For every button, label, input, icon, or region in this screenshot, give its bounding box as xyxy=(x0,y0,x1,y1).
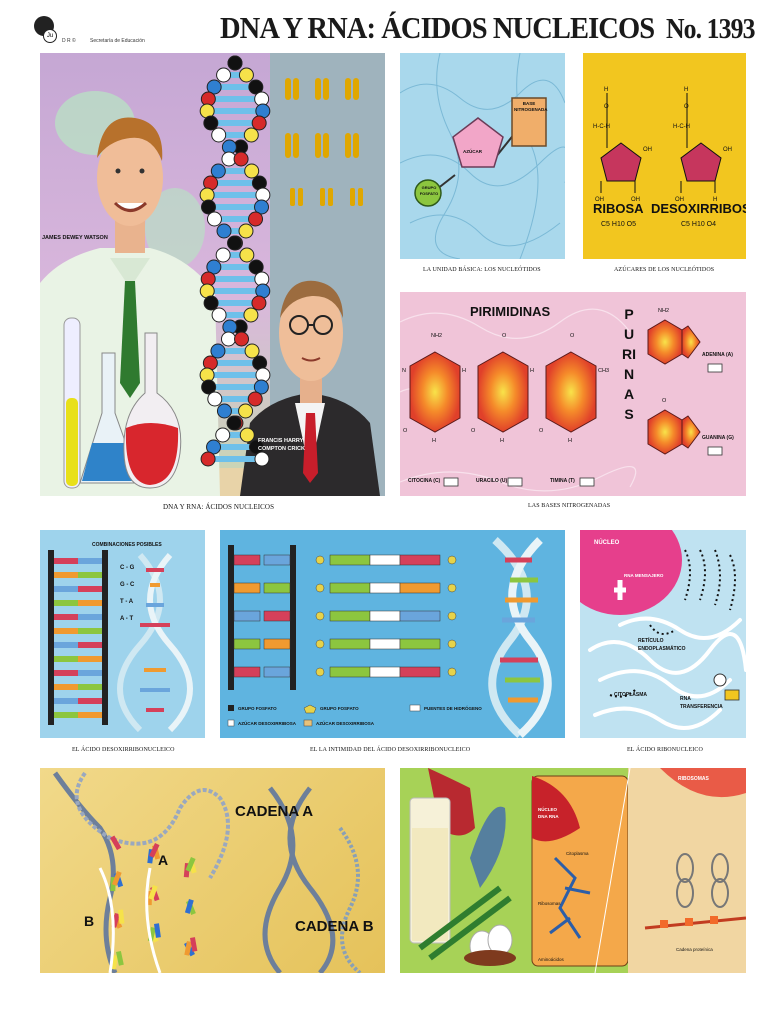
legend-phosphate-2: GRUPO FOSFATO xyxy=(320,706,359,711)
uracilo-label: URACILO (U) xyxy=(476,478,508,484)
svg-text:H: H xyxy=(432,438,436,444)
protein-panel: RIBOSOMAS NÚCLEO DNA RNA Citoplasma Ribo… xyxy=(400,768,746,973)
publisher-logo-small: Ju xyxy=(43,29,57,43)
caption-nucleic-acids: DNA Y RNA: ÁCIDOS NUCLEICOS xyxy=(163,503,275,511)
svg-text:OH: OH xyxy=(643,147,652,153)
header-subtitle: Secretaría de Educación xyxy=(90,38,145,44)
legend-sugar-1: AZÚCAR DESOXIRRIBOSA xyxy=(238,721,297,726)
legend-sugar-2: AZÚCAR DESOXIRRIBOSA xyxy=(316,721,375,726)
pyrimidines-title: PIRIMIDINAS xyxy=(470,304,551,319)
ribosomes-small-label: Ribosomas xyxy=(538,901,561,906)
svg-text:O: O xyxy=(684,104,689,110)
ribosa-label: RIBOSA xyxy=(593,201,644,216)
pair-item: G - C xyxy=(120,582,135,588)
desoxirribosa-formula: C5 H10 O4 xyxy=(681,221,717,228)
caption-nitrogen-bases: LAS BASES NITROGENADAS xyxy=(528,503,611,509)
nucleus-dna-rna-label: NÚCLEO DNA RNA xyxy=(538,807,559,819)
scientists-illustration xyxy=(40,53,385,496)
svg-text:OH: OH xyxy=(631,197,640,203)
base-label: BASE NITROGENADA xyxy=(514,101,548,112)
svg-text:OH: OH xyxy=(595,197,604,203)
publisher-line: D R © xyxy=(62,38,76,44)
page-title: DNA Y RNA: ÁCIDOS NUCLEICOS xyxy=(220,10,655,45)
svg-text:OH: OH xyxy=(675,197,684,203)
chain-b-label: B xyxy=(84,913,95,929)
caption-dna: EL ÁCIDO DESOXIRRIBONUCLEICO xyxy=(72,747,175,753)
purines-title-text: PURINAS xyxy=(622,306,636,422)
rna-transfer-label-1: RNA xyxy=(680,696,691,702)
svg-text:H-C-H: H-C-H xyxy=(593,124,610,130)
nucleo-label: NÚCLEO xyxy=(594,540,620,546)
ribosomes-title: RIBOSOMAS xyxy=(678,776,709,782)
svg-text:O: O xyxy=(662,398,667,404)
legend-phosphate-1: GRUPO FOSFATO xyxy=(238,706,277,711)
pair-item: A - T xyxy=(120,616,134,622)
chains-panel: CADENA A CADENA B A B xyxy=(40,768,385,973)
adenina-label: ADENINA (A) xyxy=(702,352,733,358)
sugars-panel: H O H-C-H H O H-C-H OH OH OH OH OH H RIBOSA C5 … xyxy=(583,53,746,259)
svg-text:O: O xyxy=(604,104,609,110)
svg-text:H: H xyxy=(604,87,608,93)
cytoplasm-small-label: Citoplasma xyxy=(566,851,589,856)
pair-item: T - A xyxy=(120,599,134,605)
caption-sugars: AZÚCARES DE LOS NUCLEÓTIDOS xyxy=(614,267,715,273)
svg-text:H: H xyxy=(684,87,688,93)
svg-text:OH: OH xyxy=(723,147,732,153)
reticulum-label-1: RETÍCULO xyxy=(638,638,664,644)
dna-panel: COMBINACIONES POSIBLES C - G G - C T - A… xyxy=(40,530,205,738)
scientists-panel: JAMES DEWEY WATSON FRANCIS HARRY COMPTON… xyxy=(40,53,385,496)
chart-number: No. 1393 xyxy=(666,14,755,45)
desoxirribosa-label: DESOXIRRIBOSA xyxy=(651,201,746,216)
svg-text:H: H xyxy=(462,368,466,374)
chain-a-label: A xyxy=(158,852,169,868)
svg-text:H: H xyxy=(713,197,717,203)
reticulum-label-2: ENDOPLASMÁTICO xyxy=(638,646,686,652)
watson-label: JAMES DEWEY WATSON xyxy=(42,235,108,241)
pair-item: C - G xyxy=(120,565,135,571)
ribosa-formula: C5 H10 O5 xyxy=(601,221,637,228)
chain-a-big-label: CADENA A xyxy=(235,803,314,820)
svg-text:H: H xyxy=(500,438,504,444)
svg-text:O: O xyxy=(570,333,575,339)
rna-messenger-label: RNA MENSAJERO xyxy=(624,573,664,578)
chain-b-big-label: CADENA B xyxy=(295,918,374,935)
caption-nucleotides: LA UNIDAD BÁSICA: LOS NUCLEÓTIDOS xyxy=(423,267,541,273)
rna-panel: NÚCLEO RNA MENSAJERO RETÍCULO ENDOPLASMÁ… xyxy=(580,530,746,738)
cytoplasm-label: CITOPLASMA xyxy=(614,692,647,698)
rna-transfer-label-2: TRANSFERENCIA xyxy=(680,704,723,710)
svg-text:N: N xyxy=(402,368,406,374)
svg-text:O: O xyxy=(403,428,408,434)
amino-acids-label: Aminoácidos xyxy=(538,957,564,962)
combinations-title: COMBINACIONES POSIBLES xyxy=(92,542,162,548)
svg-text:NH2: NH2 xyxy=(658,308,669,314)
legend-hydrogen-bridges: PUENTES DE HIDRÓGENO xyxy=(424,706,482,711)
sugar-label: AZÚCAR xyxy=(463,149,482,154)
phosphate-label: GRUPO FOSFATO xyxy=(419,185,439,196)
citocina-label: CITOCINA (C) xyxy=(408,478,441,484)
svg-text:H-C-H: H-C-H xyxy=(673,124,690,130)
svg-text:O: O xyxy=(502,333,507,339)
svg-text:H: H xyxy=(568,438,572,444)
dna-intimacy-panel: GRUPO FOSFATO GRUPO FOSFATO PUENTES DE H… xyxy=(220,530,565,738)
crick-label-line2: COMPTON CRICK xyxy=(258,446,305,452)
caption-dna-intimacy: EL LA INTIMIDAD DEL ÁCIDO DESOXIRRIBONUC… xyxy=(310,747,471,753)
caption-rna: EL ÁCIDO RIBONUCLEICO xyxy=(627,747,703,753)
protein-chain-label: Cadena proteínica xyxy=(676,947,713,952)
timina-label: TIMINA (T) xyxy=(550,478,575,484)
crick-label-line1: FRANCIS HARRY xyxy=(258,438,304,444)
guanina-label: GUANINA (G) xyxy=(702,435,734,441)
svg-text:H: H xyxy=(530,368,534,374)
svg-text:CH3: CH3 xyxy=(598,368,609,374)
svg-text:O: O xyxy=(539,428,544,434)
purines-title: PURINAS xyxy=(622,304,636,424)
svg-text:NH2: NH2 xyxy=(431,333,442,339)
nucleotide-panel: BASE NITROGENADA AZÚCAR GRUPO FOSFATO xyxy=(400,53,565,259)
svg-text:O: O xyxy=(471,428,476,434)
pair-list: C - G G - C T - A A - T xyxy=(120,560,134,628)
